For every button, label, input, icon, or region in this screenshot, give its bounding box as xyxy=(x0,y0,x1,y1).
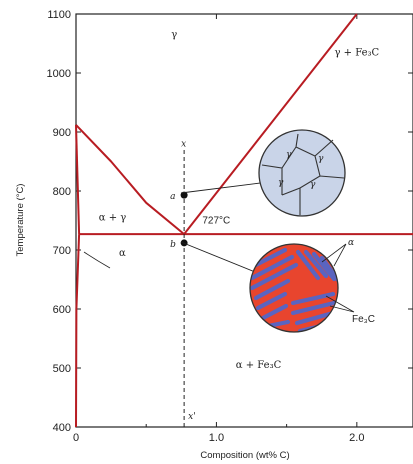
point-label-b: b xyxy=(170,240,176,250)
pearlite-alpha-label: α xyxy=(348,238,354,248)
y-tick-label: 400 xyxy=(53,422,71,434)
phase-label-0: γ xyxy=(171,30,177,41)
pearlite-microstructure: α Fe₃C xyxy=(181,238,375,332)
y-tick-label: 500 xyxy=(53,363,71,375)
pearlite-fe3c-label: Fe₃C xyxy=(352,314,375,325)
y-axis-title: Temperature (°C) xyxy=(15,184,26,257)
phase-label-2: α + γ xyxy=(99,213,126,224)
x-axis-title: Composition (wt% C) xyxy=(200,450,289,461)
austenite-grain-circle xyxy=(259,130,345,216)
pearlite-leader-line xyxy=(181,242,255,272)
point-label-a: a xyxy=(170,192,175,202)
eutectoid-temperature-label: 727°C xyxy=(202,215,230,226)
grain-label-1: γ xyxy=(286,150,292,160)
phase-label-3: α + Fe₃C xyxy=(236,360,282,371)
y-tick-label: 900 xyxy=(53,127,71,139)
phase-label-4: α xyxy=(119,248,126,259)
alpha-leader-line xyxy=(84,252,110,268)
x-tick-label: 2.0 xyxy=(349,432,364,444)
grain-label-4: γ xyxy=(310,180,316,190)
axis-ticks: 400 500 600 700 800 900 1000 1100 0 1.0 2.0 xyxy=(47,9,413,444)
x-tick-label: 1.0 xyxy=(209,432,224,444)
y-tick-label: 1000 xyxy=(47,68,71,80)
austenite-microstructure: γ γ γ γ xyxy=(181,130,345,216)
composition-bottom-label: x' xyxy=(188,412,196,422)
y-tick-label: 800 xyxy=(53,186,71,198)
phase-label-1: γ + Fe₃C xyxy=(334,47,379,58)
grain-label-3: γ xyxy=(278,178,284,188)
y-tick-label: 1100 xyxy=(47,9,71,21)
x-tick-label: 0 xyxy=(73,432,79,444)
y-tick-label: 600 xyxy=(53,304,71,316)
grain-label-2: γ xyxy=(318,154,324,164)
phase-boundary-0 xyxy=(76,125,184,234)
composition-top-label: x xyxy=(181,140,186,150)
composition-line: x x' a b xyxy=(170,140,196,427)
y-tick-label: 700 xyxy=(53,245,71,257)
